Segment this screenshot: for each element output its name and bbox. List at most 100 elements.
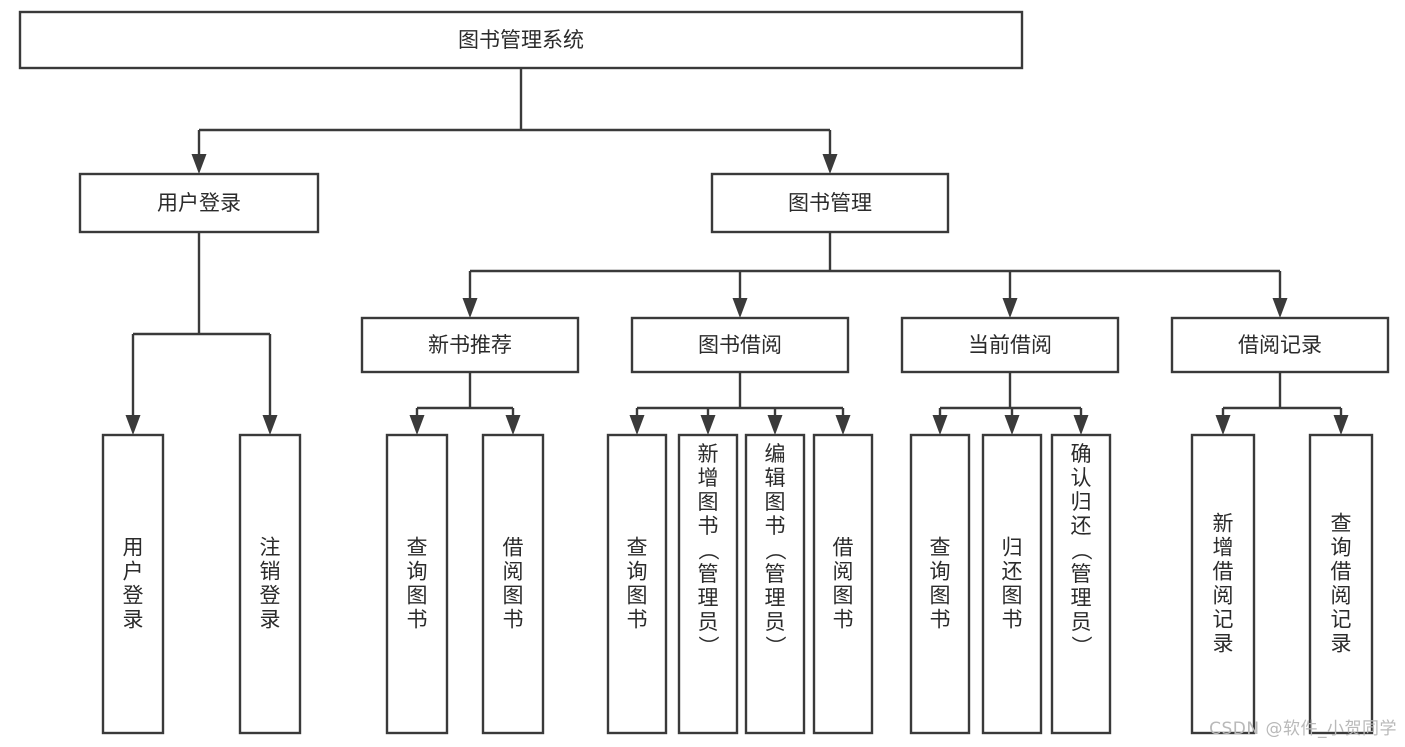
node-label-char: 用 xyxy=(123,536,144,560)
node-label-char: 阅 xyxy=(1213,584,1234,608)
arrow-head-icon xyxy=(1215,415,1231,435)
node-label: 图书借阅 xyxy=(698,333,782,357)
node-label-char: 书 xyxy=(765,514,786,538)
node-label-char: 确 xyxy=(1071,442,1092,466)
arrow-head-icon xyxy=(1272,298,1288,318)
arrow-head-icon xyxy=(1002,298,1018,318)
node-box[interactable] xyxy=(981,433,1043,735)
node-box[interactable] xyxy=(385,433,449,735)
node-label-char: （ xyxy=(763,540,787,561)
node-box[interactable] xyxy=(710,172,950,234)
node-label-char: 户 xyxy=(123,560,144,584)
node-box[interactable] xyxy=(360,316,580,374)
connector-current-borrow xyxy=(932,372,1089,435)
node-leaf-user-login[interactable]: 用户登录 xyxy=(101,433,165,735)
node-box[interactable] xyxy=(1190,433,1256,735)
arrow-head-icon xyxy=(1073,415,1089,435)
node-label: 新书推荐 xyxy=(428,333,512,357)
node-box[interactable] xyxy=(481,433,545,735)
node-box[interactable] xyxy=(1050,433,1112,735)
node-label-char: 员 xyxy=(765,610,786,634)
node-label-char: 阅 xyxy=(503,560,524,584)
node-label-char: 查 xyxy=(627,536,648,560)
node-book-manage[interactable]: 图书管理 xyxy=(710,172,950,234)
node-box[interactable] xyxy=(909,433,971,735)
node-current-borrow[interactable]: 当前借阅 xyxy=(900,316,1120,374)
node-label-char: 图 xyxy=(765,490,786,514)
node-box[interactable] xyxy=(900,316,1120,374)
node-label-char: 理 xyxy=(698,586,719,610)
node-box[interactable] xyxy=(677,433,739,735)
node-label-char: 询 xyxy=(627,560,648,584)
node-box[interactable] xyxy=(630,316,850,374)
node-label-char: 查 xyxy=(407,536,428,560)
node-label-char: （ xyxy=(696,540,720,561)
node-label-char: 图 xyxy=(627,584,648,608)
node-label-char: 录 xyxy=(260,608,281,632)
connector-user-login xyxy=(125,232,278,435)
node-label-char: 书 xyxy=(833,608,854,632)
node-label: 当前借阅 xyxy=(968,333,1052,357)
node-label-char: 登 xyxy=(260,584,281,608)
node-label-char: 销 xyxy=(260,560,281,584)
node-label-char: 图 xyxy=(930,584,951,608)
node-label-char: 还 xyxy=(1002,560,1023,584)
connector-book-borrow xyxy=(629,372,851,435)
node-box[interactable] xyxy=(812,433,874,735)
node-label-char: 增 xyxy=(1213,536,1234,560)
node-box[interactable] xyxy=(78,172,320,234)
connector-book-manage xyxy=(462,232,1288,318)
node-new-book-rec[interactable]: 新书推荐 xyxy=(360,316,580,374)
node-label-char: 管 xyxy=(765,562,786,586)
node-label: 借阅记录 xyxy=(1238,333,1322,357)
node-label: 用户登录 xyxy=(157,191,241,215)
node-label: 图书管理系统 xyxy=(458,28,584,52)
node-box[interactable] xyxy=(18,10,1024,70)
node-box[interactable] xyxy=(1308,433,1374,735)
arrow-head-icon xyxy=(262,415,278,435)
node-label-char: 借 xyxy=(833,536,854,560)
node-book-borrow[interactable]: 图书借阅 xyxy=(630,316,850,374)
node-label-char: 新 xyxy=(698,442,719,466)
arrow-head-icon xyxy=(462,298,478,318)
node-box[interactable] xyxy=(744,433,806,735)
node-label-char: 书 xyxy=(930,608,951,632)
node-label-char: 增 xyxy=(698,466,719,490)
arrow-head-icon xyxy=(700,415,716,435)
arrow-head-icon xyxy=(732,298,748,318)
node-box[interactable] xyxy=(238,433,302,735)
node-box[interactable] xyxy=(1170,316,1390,374)
node-label-char: 录 xyxy=(1331,632,1352,656)
node-label-char: 录 xyxy=(123,608,144,632)
node-borrow-record[interactable]: 借阅记录 xyxy=(1170,316,1390,374)
arrow-head-icon xyxy=(835,415,851,435)
node-label-char: 查 xyxy=(930,536,951,560)
node-label-char: 员 xyxy=(698,610,719,634)
arrow-head-icon xyxy=(767,415,783,435)
node-label-char: 注 xyxy=(260,536,281,560)
node-box[interactable] xyxy=(606,433,668,735)
node-user-login[interactable]: 用户登录 xyxy=(78,172,320,234)
node-box[interactable] xyxy=(101,433,165,735)
node-label-char: 询 xyxy=(1331,536,1352,560)
node-label-char: 书 xyxy=(1002,608,1023,632)
node-label-char: 图 xyxy=(407,584,428,608)
node-label-char: 归 xyxy=(1002,536,1023,560)
node-label-char: 图 xyxy=(833,584,854,608)
node-root[interactable]: 图书管理系统 xyxy=(18,10,1024,70)
node-label-char: 辑 xyxy=(765,466,786,490)
node-label-char: 书 xyxy=(503,608,524,632)
